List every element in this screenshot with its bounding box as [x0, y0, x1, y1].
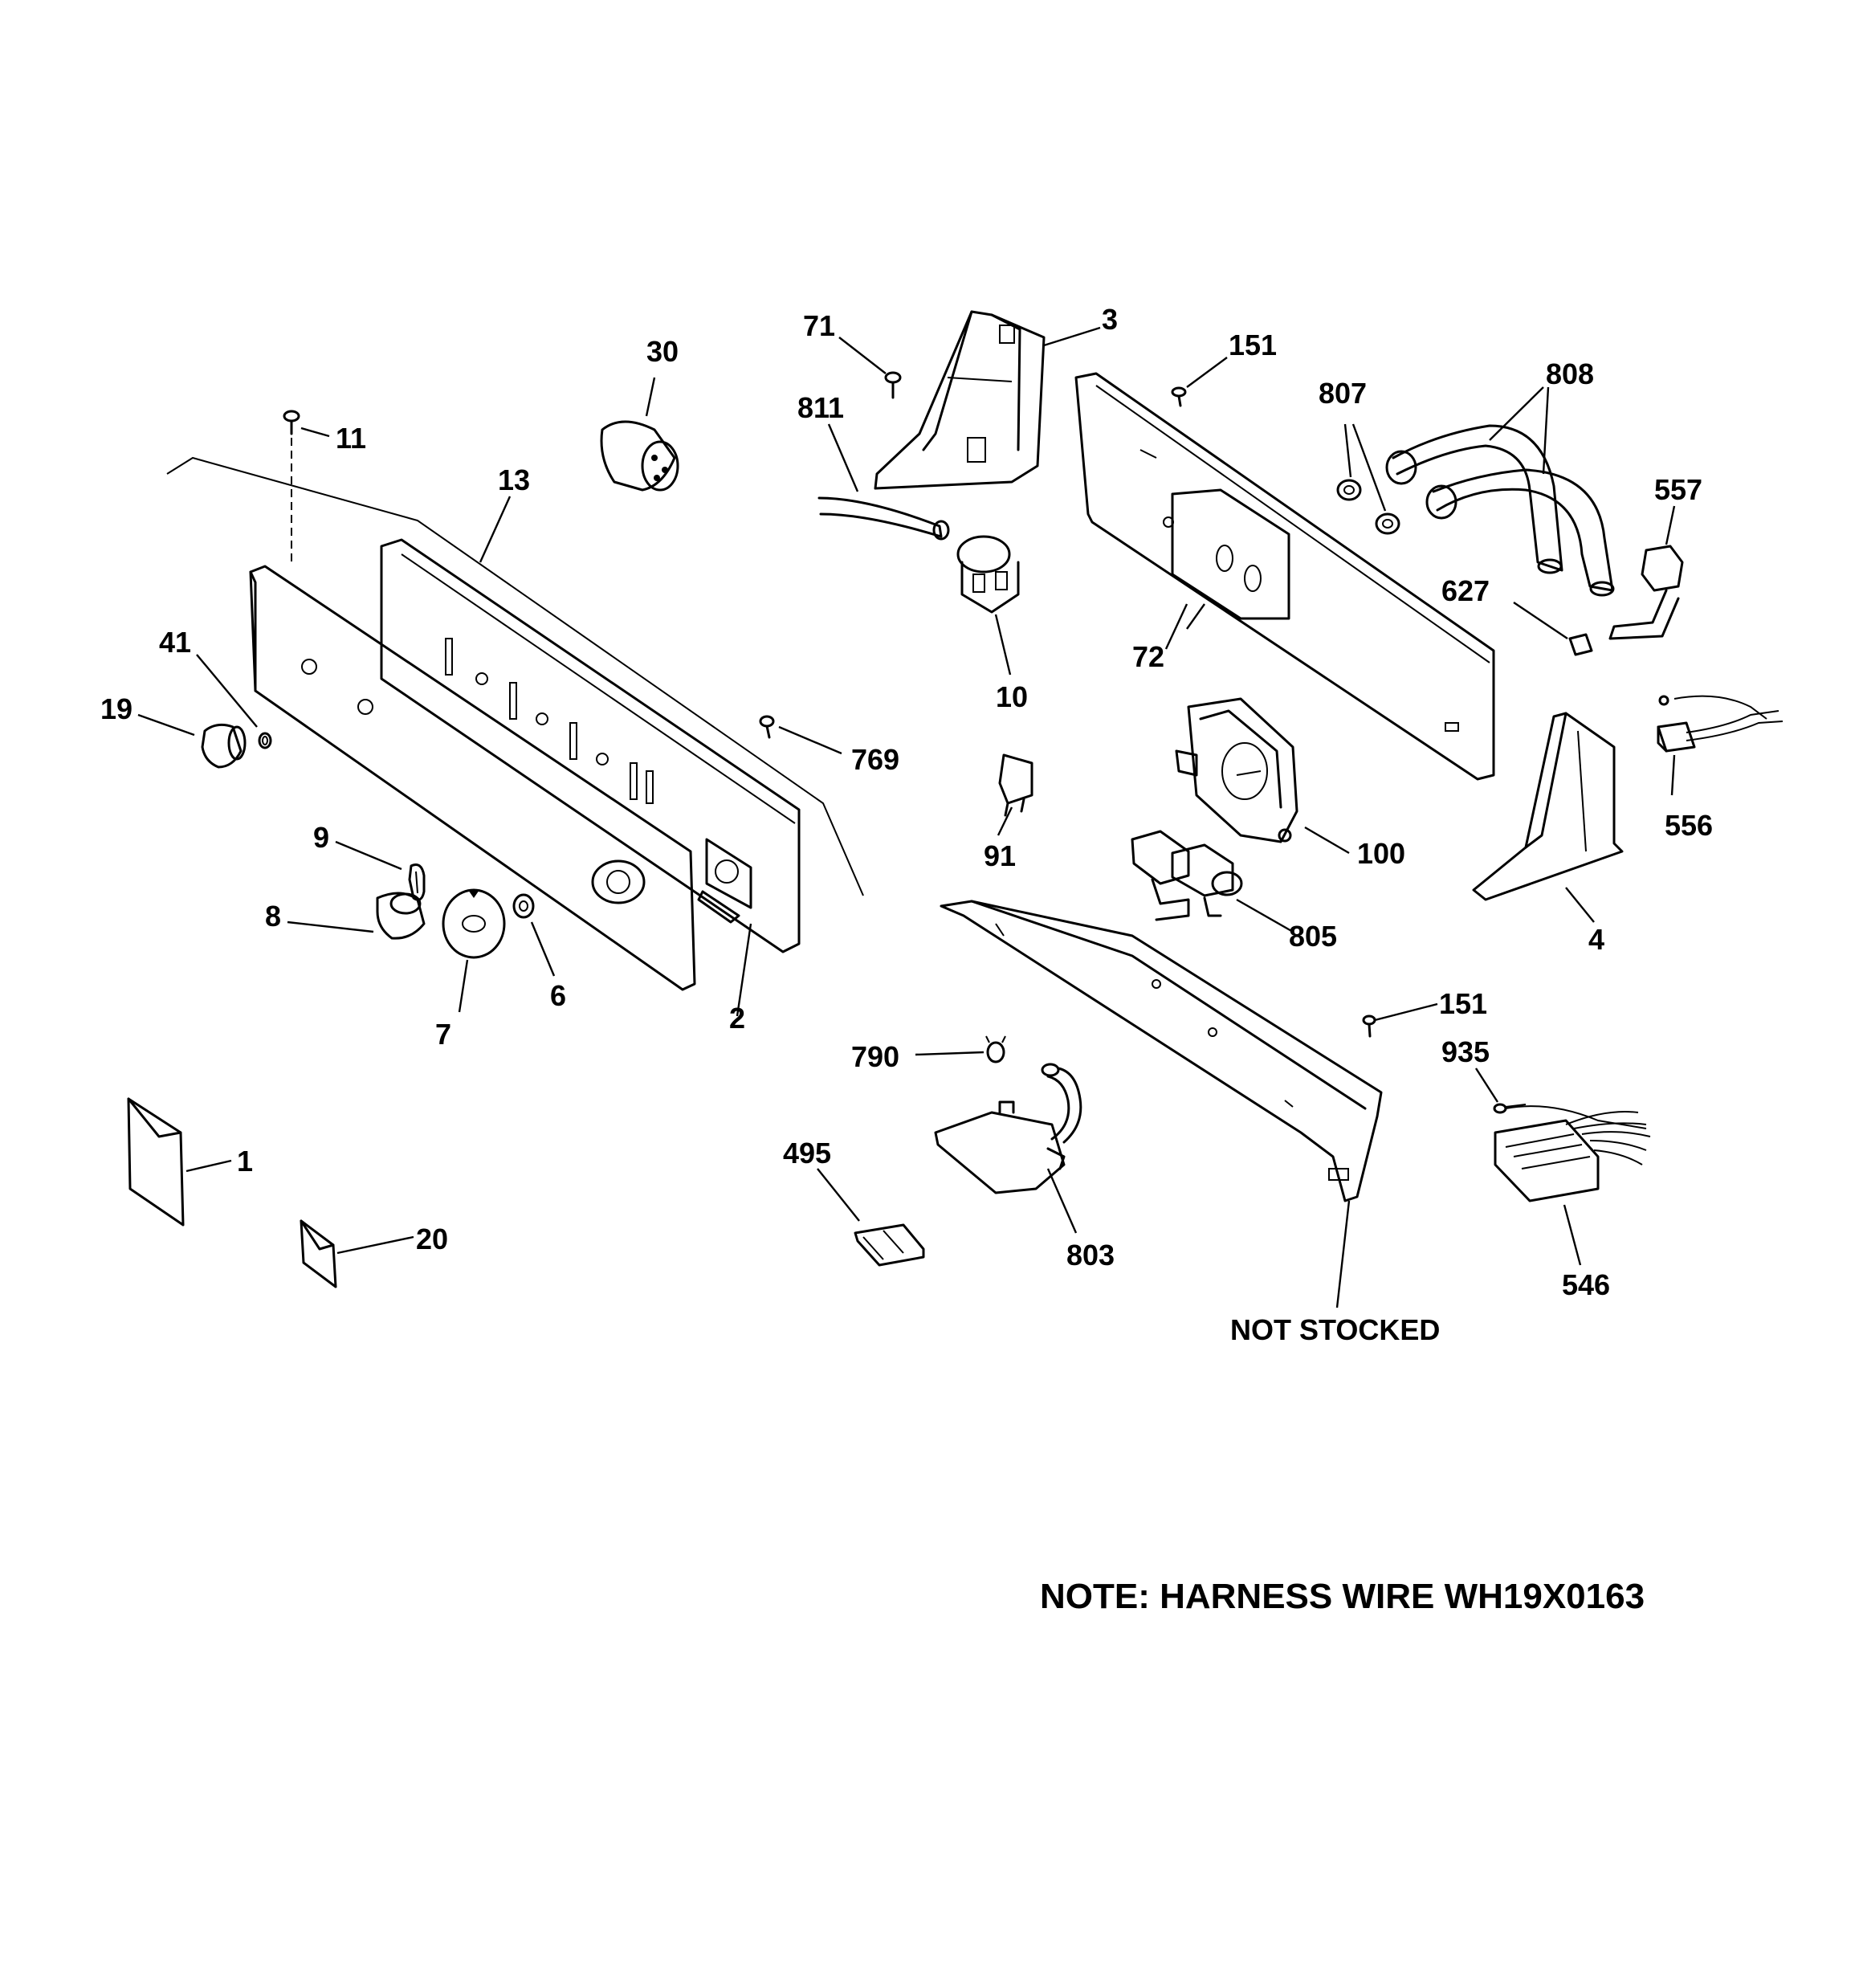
part-495-connector-block	[854, 1223, 925, 1267]
label-495: 495	[783, 1137, 831, 1170]
label-19: 19	[100, 692, 132, 725]
part-151-screw-bottom	[1362, 1014, 1376, 1038]
label-556: 556	[1665, 809, 1713, 842]
label-71: 71	[803, 309, 835, 342]
label-4: 4	[1588, 923, 1604, 956]
part-front-bracket-not-stocked	[940, 900, 1383, 1202]
part-10-pressure-switch	[956, 535, 1020, 614]
label-8: 8	[265, 900, 281, 933]
part-811-tube	[817, 496, 950, 541]
label-546: 546	[1562, 1268, 1610, 1301]
part-1-envelope	[127, 1097, 185, 1227]
part-11-screw	[283, 410, 300, 566]
part-807-washers	[1336, 479, 1400, 535]
part-546-harness-connector	[1494, 1111, 1651, 1202]
part-151-screw-top	[1171, 386, 1187, 407]
label-935: 935	[1441, 1035, 1490, 1068]
label-10: 10	[996, 680, 1028, 713]
part-6-nut	[512, 893, 535, 919]
part-72-back-panel	[1074, 372, 1495, 781]
part-627-connector	[1568, 633, 1593, 656]
label-11: 11	[336, 422, 366, 455]
part-556-wire-harness	[1657, 695, 1784, 753]
label-100: 100	[1357, 837, 1405, 870]
part-3-end-cap	[874, 310, 1046, 490]
panel-reference-outline	[166, 456, 864, 896]
part-808-fill-hoses	[1385, 424, 1615, 597]
part-790-clamp	[985, 1035, 1006, 1063]
label-151-top: 151	[1229, 329, 1277, 361]
part-7-dial	[442, 888, 506, 959]
part-19-knob	[201, 723, 247, 769]
part-100-timer	[1175, 697, 1298, 843]
part-557-plug	[1608, 545, 1684, 640]
part-2-control-panel	[249, 565, 696, 991]
label-627: 627	[1441, 574, 1490, 607]
label-769: 769	[851, 743, 899, 776]
label-790: 790	[851, 1040, 899, 1073]
label-91: 91	[984, 839, 1016, 872]
leader-lines	[137, 326, 1676, 1308]
part-4-end-cap	[1472, 712, 1624, 901]
part-91-switch	[998, 753, 1033, 817]
label-805: 805	[1289, 920, 1337, 953]
label-7: 7	[435, 1018, 451, 1051]
label-808: 808	[1546, 357, 1594, 390]
label-not-stocked: NOT STOCKED	[1230, 1313, 1440, 1346]
label-2: 2	[729, 1002, 745, 1035]
label-20: 20	[416, 1223, 448, 1255]
part-803-sensor-assembly	[934, 1063, 1082, 1194]
part-805-water-valve	[1131, 830, 1243, 921]
part-20-envelope	[300, 1219, 337, 1288]
label-557: 557	[1654, 473, 1702, 506]
label-1: 1	[237, 1145, 253, 1178]
part-13-backsplash-bracket	[380, 538, 801, 953]
part-935-wire-lead	[1493, 1103, 1647, 1129]
label-811: 811	[797, 391, 844, 424]
harness-wire-note: NOTE: HARNESS WIRE WH19X0163	[1040, 1577, 1645, 1616]
label-803: 803	[1066, 1239, 1115, 1272]
part-71-screw	[884, 371, 902, 399]
label-9: 9	[313, 821, 329, 854]
label-151-bottom: 151	[1439, 987, 1487, 1020]
label-3: 3	[1102, 303, 1118, 336]
part-30-capacitor	[600, 420, 679, 492]
label-30: 30	[646, 335, 679, 368]
label-6: 6	[550, 979, 566, 1012]
label-41: 41	[159, 626, 191, 659]
part-769-screw	[759, 715, 775, 739]
label-807: 807	[1319, 377, 1367, 410]
label-72: 72	[1132, 640, 1164, 673]
part-8-knob	[376, 892, 426, 940]
callout-labels: 11 13 30 41 19 9 8 7 6 2 769 1 20 71 3 8…	[100, 303, 1713, 1346]
label-13: 13	[498, 463, 530, 496]
part-41-clip	[258, 732, 272, 749]
